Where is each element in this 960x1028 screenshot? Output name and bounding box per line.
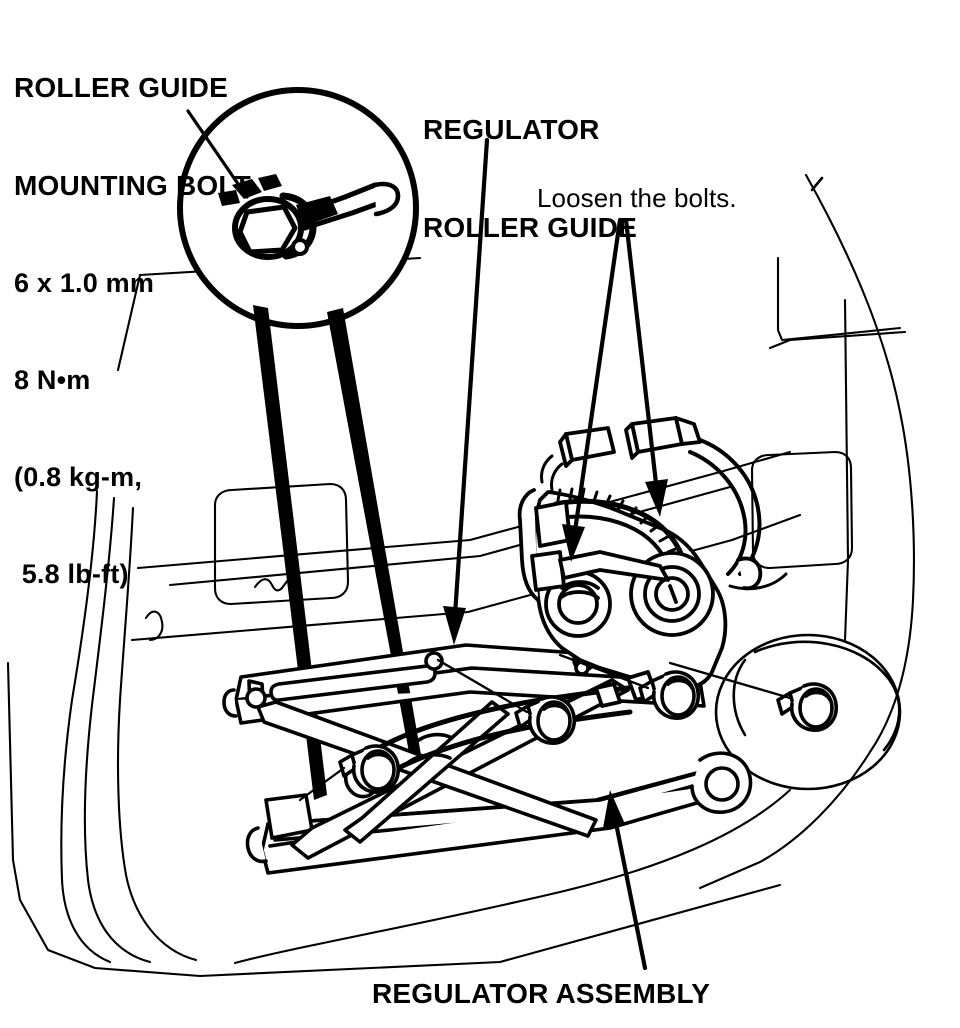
mounting-bolt [338,744,400,794]
regulator-roller-guide-label: REGULATOR ROLLER GUIDE [423,48,637,310]
callout-arrows [443,137,824,971]
door-panel-recesses [213,450,854,606]
roller-guide-bolt-spec-line3: (0.8 kg-m, [14,462,143,493]
regulator-roller-guide-arrow [443,137,490,645]
loosen-bolts-label: Loosen the bolts. [537,183,737,213]
door-inner-panel [6,173,916,978]
roller-guide-bolt-title-line1: ROLLER GUIDE [14,71,228,103]
regulator-motor-gear [517,416,788,708]
roller-guide-bolt-title-line2: MOUNTING BOLT [14,169,251,201]
mounting-bolt [514,695,576,745]
roller-guide-bolt-spec-line2: 8 N•m [14,365,91,396]
mounting-bolt [638,670,700,720]
inset-bolt-detail [218,174,401,260]
mounting-bolt [776,682,838,732]
roller-guide-bolt-spec-line1: 6 x 1.0 mm [14,268,155,298]
regulator-assembly-label: REGULATOR ASSEMBLY [372,978,711,1009]
roller-guide-mounting-bolt-label: ROLLER GUIDE MOUNTING BOLT 6 x 1.0 mm 8 … [14,6,251,656]
regulator-roller-guide-line1: REGULATOR [423,113,600,145]
mounting-bolt-group [298,653,838,802]
regulator-assembly-arrow [603,790,648,971]
speaker-opening [714,633,902,791]
loosen-bolts-arrow-right [623,217,668,517]
regulator-roller-guide-line2: ROLLER GUIDE [423,211,637,243]
roller-guide-bolt-leader [186,109,252,199]
roller-guide-bolt-spec-line4: 5.8 lb-ft) [14,559,129,590]
regulator-lower-rail [245,751,753,875]
loosen-bolts-arrow-left [562,217,623,562]
